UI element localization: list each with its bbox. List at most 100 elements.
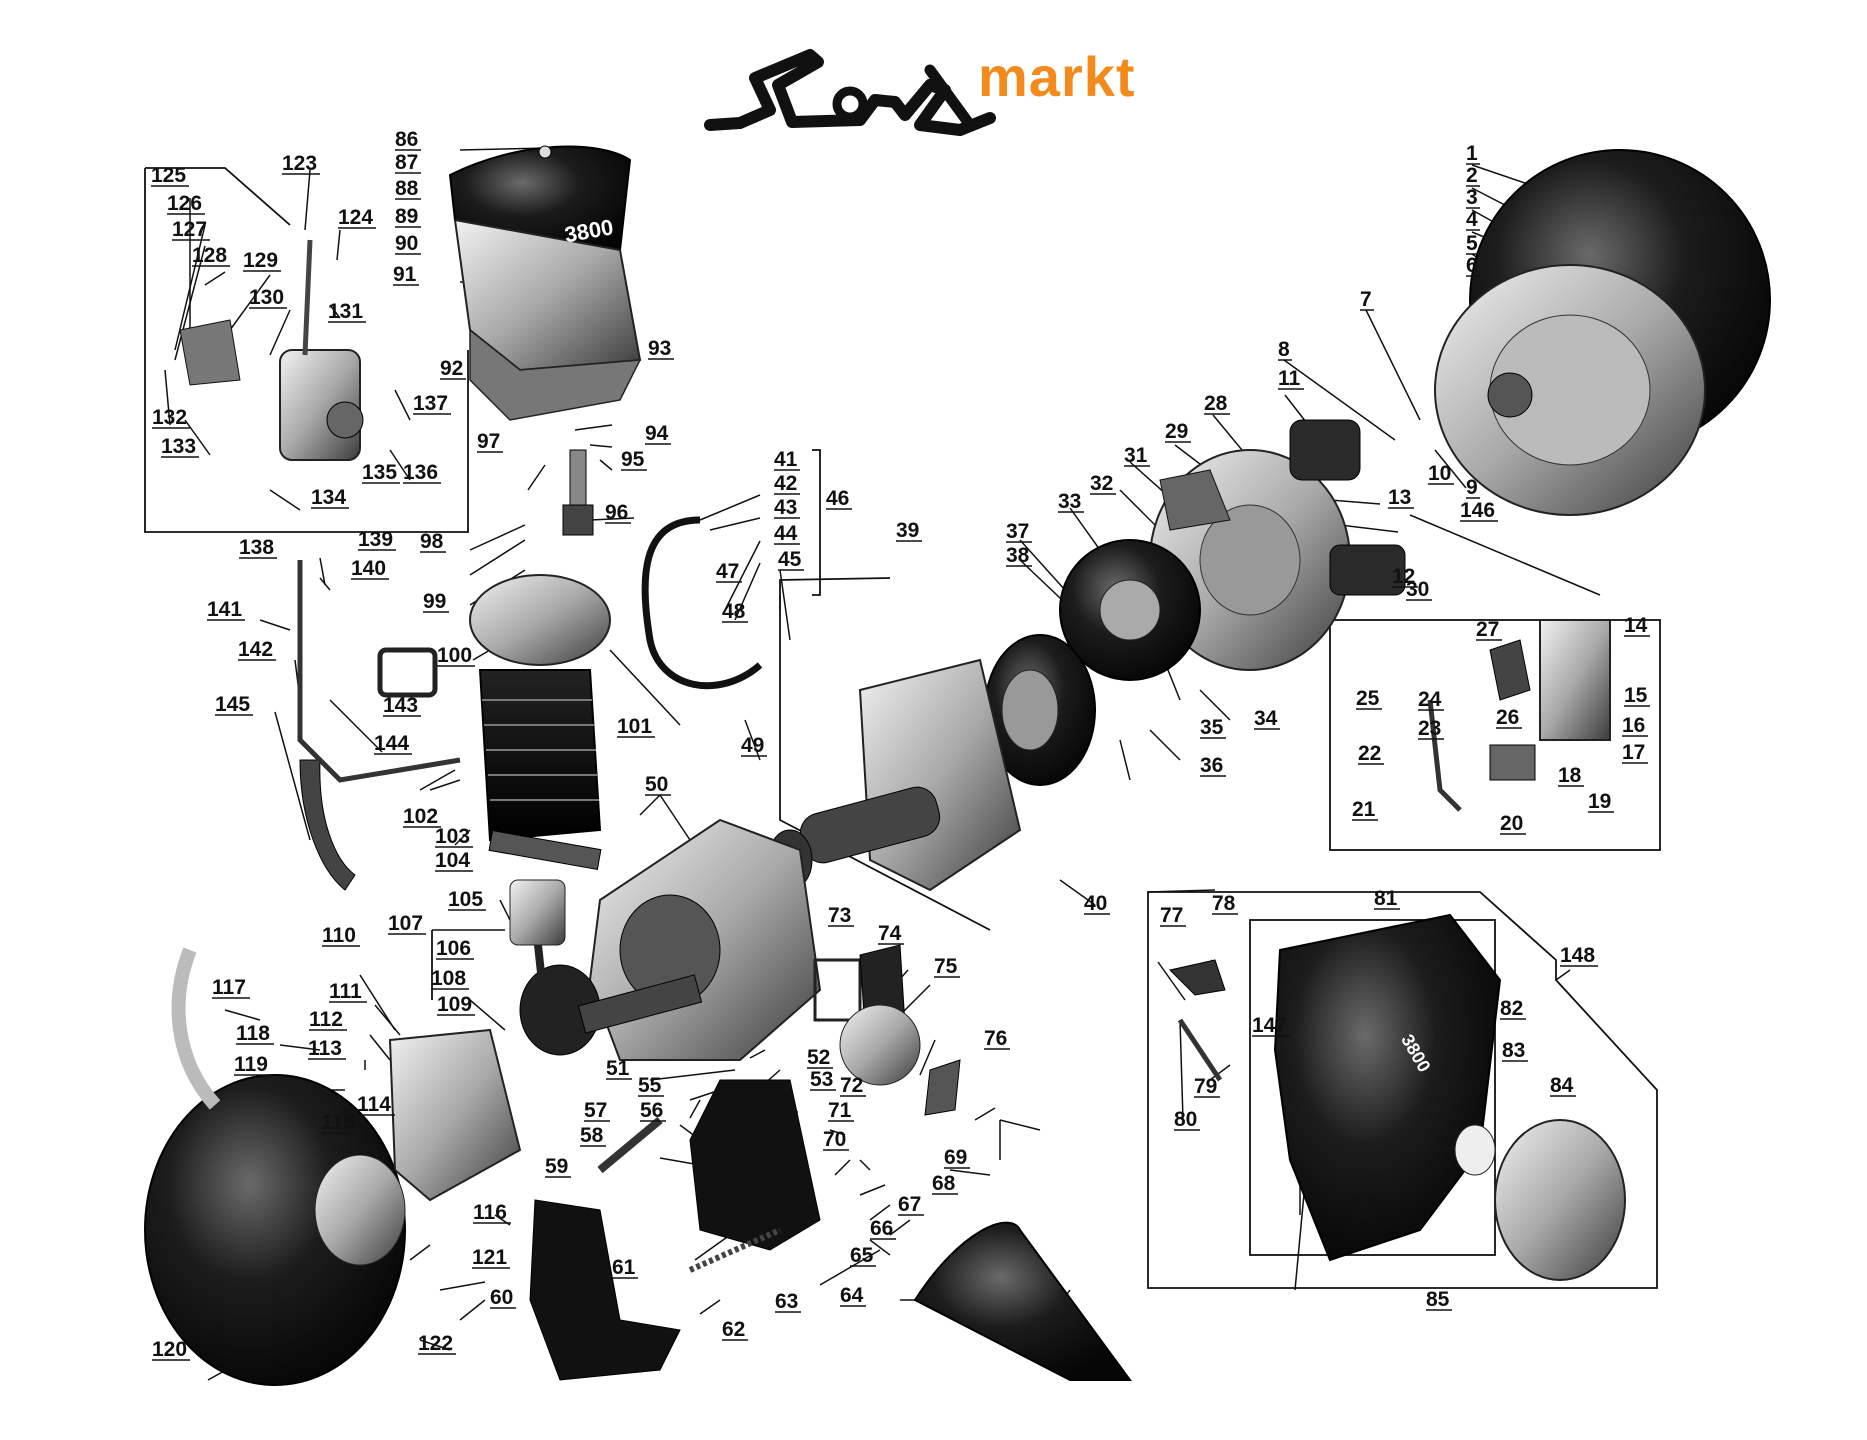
callout-39-bracket bbox=[779, 577, 991, 931]
callout-34: 34 bbox=[1254, 707, 1278, 730]
callout-58: 58 bbox=[580, 1124, 604, 1147]
callout-10: 10 bbox=[1428, 462, 1451, 485]
callout-100: 100 bbox=[437, 644, 472, 667]
flywheel-cover bbox=[1434, 149, 1771, 516]
group-outlines bbox=[144, 167, 1661, 1289]
callout-40: 40 bbox=[1084, 892, 1107, 915]
callout-7: 7 bbox=[1360, 288, 1372, 311]
callout-76: 76 bbox=[984, 1027, 1007, 1050]
stator-plate bbox=[1149, 449, 1351, 671]
callout-131: 131 bbox=[328, 300, 363, 323]
headlight-fairing bbox=[1273, 913, 1502, 1262]
headlamp bbox=[1494, 1119, 1626, 1281]
solex-wordmark-logo bbox=[704, 49, 996, 136]
callout-71: 71 bbox=[828, 1099, 852, 1122]
head-gasket bbox=[488, 830, 602, 870]
breaker-arm bbox=[1489, 639, 1531, 701]
parts-illustration: 3800 bbox=[144, 145, 1771, 1386]
carburettor bbox=[179, 239, 364, 461]
callout-140: 140 bbox=[351, 557, 386, 580]
callout-14: 14 bbox=[1624, 614, 1648, 637]
callout-28: 28 bbox=[1204, 392, 1228, 415]
callout-46-bracket bbox=[812, 449, 821, 596]
callout-148: 148 bbox=[1560, 944, 1595, 967]
callout-37: 37 bbox=[1006, 520, 1029, 543]
callout-39: 39 bbox=[896, 519, 919, 542]
callout-1: 1 bbox=[1466, 142, 1478, 165]
contact-breaker-plate bbox=[1539, 619, 1611, 741]
callout-57: 57 bbox=[584, 1099, 607, 1122]
callout-24: 24 bbox=[1418, 688, 1442, 711]
spark-plug bbox=[562, 449, 594, 536]
callout-84: 84 bbox=[1550, 1074, 1574, 1097]
callout-145: 145 bbox=[215, 693, 250, 716]
callout-36: 36 bbox=[1200, 754, 1223, 777]
carburettor-group-bracket bbox=[144, 168, 469, 533]
mudguard bbox=[913, 1221, 1132, 1381]
callout-64: 64 bbox=[840, 1284, 864, 1307]
callout-111: 111 bbox=[329, 980, 362, 1003]
callout-41: 41 bbox=[774, 448, 798, 471]
callout-81: 81 bbox=[1374, 887, 1398, 910]
callout-122: 122 bbox=[418, 1332, 453, 1355]
callout-47: 47 bbox=[716, 560, 739, 583]
callout-137: 137 bbox=[413, 392, 448, 415]
return-spring bbox=[688, 1227, 782, 1273]
callout-27: 27 bbox=[1476, 618, 1499, 641]
callout-30: 30 bbox=[1406, 578, 1429, 601]
callout-49: 49 bbox=[741, 734, 764, 757]
mounting-bracket-left bbox=[529, 1199, 681, 1381]
callout-4: 4 bbox=[1466, 208, 1478, 231]
callout-61: 61 bbox=[612, 1256, 636, 1279]
lamp-bracket bbox=[1169, 959, 1226, 996]
callout-75: 75 bbox=[934, 955, 958, 978]
callout-80: 80 bbox=[1174, 1108, 1197, 1131]
callout-117: 117 bbox=[212, 976, 246, 999]
callout-112: 112 bbox=[309, 1008, 343, 1031]
callout-124: 124 bbox=[338, 206, 373, 229]
callout-38: 38 bbox=[1006, 544, 1030, 567]
contact-spring bbox=[1427, 699, 1462, 812]
callout-35: 35 bbox=[1200, 716, 1224, 739]
callout-105: 105 bbox=[448, 888, 483, 911]
fuel-pump-gasket bbox=[813, 958, 862, 1022]
cylinder-head bbox=[469, 574, 611, 666]
callout-9: 9 bbox=[1466, 476, 1478, 499]
clutch-drum bbox=[1059, 539, 1201, 681]
headlight-group-outline bbox=[1147, 891, 1658, 1289]
callout-55: 55 bbox=[638, 1074, 662, 1097]
callout-134: 134 bbox=[311, 486, 346, 509]
callout-125: 125 bbox=[151, 164, 186, 187]
callout-141: 141 bbox=[207, 598, 242, 621]
callout-42: 42 bbox=[774, 472, 797, 495]
piston bbox=[509, 879, 566, 1011]
callout-5: 5 bbox=[1466, 232, 1478, 255]
carburettor-group-top-rule bbox=[145, 167, 291, 226]
fan-shroud bbox=[388, 1028, 522, 1202]
clutch-housing bbox=[984, 634, 1096, 786]
headlamp-bulb bbox=[1454, 1124, 1496, 1176]
condenser bbox=[1489, 744, 1536, 781]
callout-66: 66 bbox=[870, 1217, 893, 1240]
lamp-rod bbox=[1177, 1018, 1223, 1082]
callout-54: 54 bbox=[772, 1090, 796, 1113]
mounting-bracket-center bbox=[689, 1079, 821, 1251]
callout-108: 108 bbox=[431, 967, 466, 990]
callout-44: 44 bbox=[774, 522, 798, 545]
callout-33: 33 bbox=[1058, 490, 1081, 513]
callout-46: 46 bbox=[826, 487, 849, 510]
callout-69: 69 bbox=[944, 1146, 967, 1169]
lighting-coil bbox=[1329, 544, 1406, 596]
callout-20: 20 bbox=[1500, 812, 1523, 835]
callout-3: 3 bbox=[1466, 186, 1478, 209]
callout-68: 68 bbox=[932, 1172, 956, 1195]
callout-89: 89 bbox=[395, 205, 418, 228]
callout-118: 118 bbox=[236, 1022, 270, 1045]
callout-59: 59 bbox=[545, 1155, 568, 1178]
callout-109: 109 bbox=[437, 993, 472, 1016]
callout-70: 70 bbox=[823, 1128, 846, 1151]
callout-48: 48 bbox=[722, 600, 746, 623]
callout-103: 103 bbox=[435, 825, 470, 848]
callout-13: 13 bbox=[1388, 486, 1411, 509]
